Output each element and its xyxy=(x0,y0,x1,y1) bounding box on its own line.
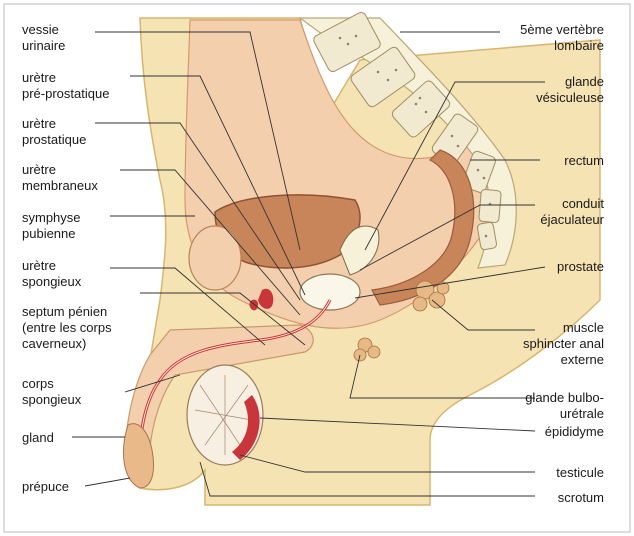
label-corps-spongieux: corps spongieux xyxy=(22,376,81,408)
pubic-symphysis xyxy=(188,225,242,291)
label-line: scrotum xyxy=(557,490,604,505)
label-line: sphincter anal xyxy=(523,336,604,351)
label-uretre-spongieux: urètre spongieux xyxy=(22,258,81,290)
urethra-inner xyxy=(137,299,331,471)
label-line: urètre xyxy=(22,162,56,177)
label-line: lombaire xyxy=(554,38,604,53)
label-line: testicule xyxy=(556,465,604,480)
label-line: septum pénien xyxy=(22,304,108,319)
label-line: glande bulbo- xyxy=(525,390,604,405)
label-line: urinaire xyxy=(22,38,66,53)
label-line: conduit xyxy=(562,196,604,211)
bone-texture xyxy=(338,34,492,238)
label-line: (entre les corps xyxy=(22,320,112,335)
label-muscle-sphincter-anal: muscle sphincter anal externe xyxy=(523,320,604,368)
label-glande-bulbo-uretrale: glande bulbo- urétrale xyxy=(525,390,604,422)
label-line: pré-prostatique xyxy=(22,86,110,101)
vertebrae xyxy=(313,11,502,251)
label-line: urètre xyxy=(22,258,56,273)
label-prepuce: prépuce xyxy=(22,479,69,495)
label-epididyme: épididyme xyxy=(545,424,604,440)
label-testicule: testicule xyxy=(556,465,604,481)
label-line: caverneux) xyxy=(22,336,87,351)
label-5eme-vertebre-lombaire: 5ème vertèbre lombaire xyxy=(520,22,604,54)
label-septum-penien: septum pénien (entre les corps caverneux… xyxy=(22,304,112,352)
leader-lines xyxy=(72,31,546,497)
label-line: vessie xyxy=(22,22,59,37)
sphincter-red xyxy=(258,288,274,309)
label-uretre-membraneux: urètre membraneux xyxy=(22,162,98,194)
label-line: muscle xyxy=(562,320,604,335)
label-line: glande xyxy=(564,74,604,89)
label-prostate: prostate xyxy=(557,259,604,275)
label-line: spongieux xyxy=(22,392,82,407)
label-line: membraneux xyxy=(22,178,98,193)
label-line: vésiculeuse xyxy=(536,90,604,105)
label-line: 5ème vertèbre xyxy=(520,22,604,37)
label-uretre-pre-prostatique: urètre pré-prostatique xyxy=(22,70,109,102)
label-line: prostatique xyxy=(22,132,87,147)
label-uretre-prostatique: urètre prostatique xyxy=(22,116,86,148)
prostate xyxy=(299,273,361,311)
label-line: symphyse xyxy=(22,210,81,225)
label-line: gland xyxy=(22,430,54,445)
epididymis xyxy=(232,395,260,460)
label-glande-vesiculeuse: glande vésiculeuse xyxy=(536,74,604,106)
label-line: prépuce xyxy=(22,479,69,494)
rectum xyxy=(371,149,475,306)
label-vessie-urinaire: vessie urinaire xyxy=(22,22,65,54)
label-line: externe xyxy=(560,352,604,367)
frame xyxy=(3,3,631,533)
label-line: urètre xyxy=(22,70,56,85)
label-line: épididyme xyxy=(544,424,604,439)
testicle-lobules xyxy=(194,375,253,455)
label-line: rectum xyxy=(564,153,604,168)
label-line: urètre xyxy=(22,116,56,131)
glans xyxy=(123,423,154,489)
label-line: urétrale xyxy=(559,406,604,421)
label-rectum: rectum xyxy=(564,153,604,169)
label-line: éjaculateur xyxy=(540,212,604,227)
label-symphyse-pubienne: symphyse pubienne xyxy=(22,210,81,242)
label-line: prostate xyxy=(557,259,604,274)
label-line: spongieux xyxy=(22,274,82,289)
label-conduit-ejaculateur: conduit éjaculateur xyxy=(540,196,604,228)
label-line: corps xyxy=(22,376,54,391)
label-scrotum: scrotum xyxy=(558,490,604,506)
label-gland: gland xyxy=(22,430,54,446)
label-line: pubienne xyxy=(22,226,76,241)
